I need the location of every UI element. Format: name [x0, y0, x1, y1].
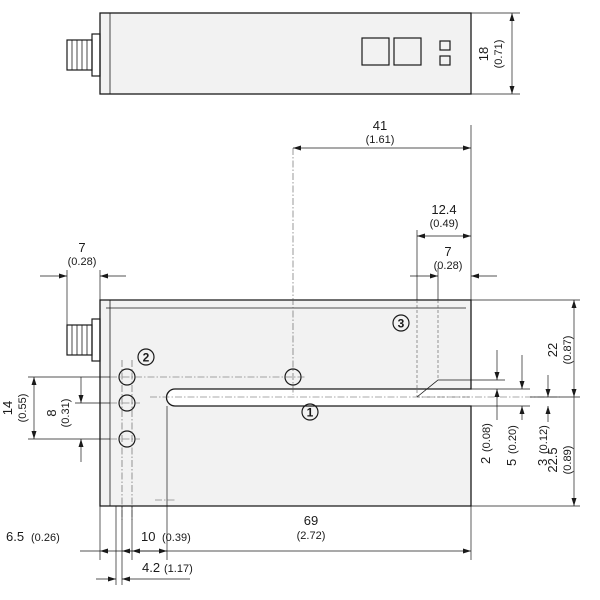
front-connector [66, 318, 101, 362]
dim-12-4-mm: 12.4 [431, 202, 456, 217]
dim-6-5-mm: 6.5 [6, 529, 24, 544]
dim-22-mm: 22 [545, 343, 560, 357]
dim-2: 2 (0.08) [471, 350, 505, 464]
top-view-housing [99, 12, 472, 95]
led-1 [439, 40, 451, 51]
marker-3: 3 [392, 314, 410, 332]
led-2 [439, 55, 451, 66]
dim-3-mm: 3 [535, 459, 550, 466]
dim-4-2-in: (1.17) [164, 563, 193, 575]
dim-7-left-mm: 7 [78, 240, 85, 255]
dim-41-mm: 41 [373, 118, 387, 133]
svg-text:3: 3 [398, 317, 405, 331]
dim-12-4: 12.4 (0.49) [416, 202, 471, 300]
dim-69-mm: 69 [304, 513, 318, 528]
indicator-window-2 [393, 37, 422, 66]
dim-3-in: (0.12) [538, 425, 550, 454]
svg-text:2: 2 [143, 351, 150, 365]
top-view: 18 (0.71) [66, 12, 520, 95]
dim-12-4-in: (0.49) [430, 218, 459, 230]
dim-69: 69 (2.72) [100, 513, 471, 554]
dim-6-5-in: (0.26) [31, 532, 60, 544]
dim-2-mm: 2 [478, 457, 493, 464]
dim-10-mm: 10 [141, 529, 155, 544]
dim-7-top: 7 (0.28) [410, 244, 497, 300]
dim-22-in: (0.87) [562, 336, 574, 365]
dim-22-5-in: (0.89) [562, 446, 574, 475]
dim-4-2-mm: 4.2 [142, 560, 160, 575]
svg-text:1: 1 [307, 406, 314, 420]
dim-22-5-mm: 22.5 [545, 447, 560, 472]
dim-4-2: 4.2 (1.17) [96, 560, 193, 582]
dim-2-in: (0.08) [481, 423, 493, 452]
dim-18-mm: 18 [476, 47, 491, 61]
top-connector [66, 33, 101, 77]
dim-5-in: (0.20) [507, 425, 519, 454]
dim-5-mm: 5 [504, 459, 519, 466]
dim-7-left-in: (0.28) [68, 256, 97, 268]
dim-7-top-mm: 7 [444, 244, 451, 259]
dim-6-5: 6.5 (0.26) [6, 529, 132, 554]
marker-2: 2 [137, 348, 155, 366]
dim-7-left: 7 (0.28) [40, 240, 126, 325]
dim-41-in: (1.61) [366, 134, 395, 146]
dim-14: 14 (0.55) [0, 376, 110, 440]
dim-7-top-in: (0.28) [434, 260, 463, 272]
dim-22-5: 22.5 (0.89) [471, 397, 580, 507]
front-view: 1 2 3 [66, 148, 560, 520]
indicator-window-1 [361, 37, 390, 66]
marker-1: 1 [301, 403, 319, 421]
dim-14-mm: 14 [0, 401, 15, 415]
dim-8: 8 (0.31) [44, 377, 110, 462]
dim-10: 10 (0.39) [132, 529, 191, 554]
dim-8-in: (0.31) [60, 399, 72, 428]
dim-14-in: (0.55) [17, 394, 29, 423]
dim-10-in: (0.39) [162, 532, 191, 544]
dim-18-in: (0.71) [493, 40, 505, 69]
dim-69-in: (2.72) [297, 530, 326, 542]
receiver-optic [416, 300, 471, 398]
dim-5: 5 (0.20) [471, 355, 530, 466]
dim-41: 41 (1.61) [293, 118, 472, 300]
dim-8-mm: 8 [44, 409, 59, 416]
dim-3: 3 (0.12) [535, 375, 551, 466]
dim-22: 22 (0.87) [471, 299, 580, 398]
dim-18: 18 (0.71) [471, 12, 520, 95]
front-view-housing [99, 299, 472, 507]
